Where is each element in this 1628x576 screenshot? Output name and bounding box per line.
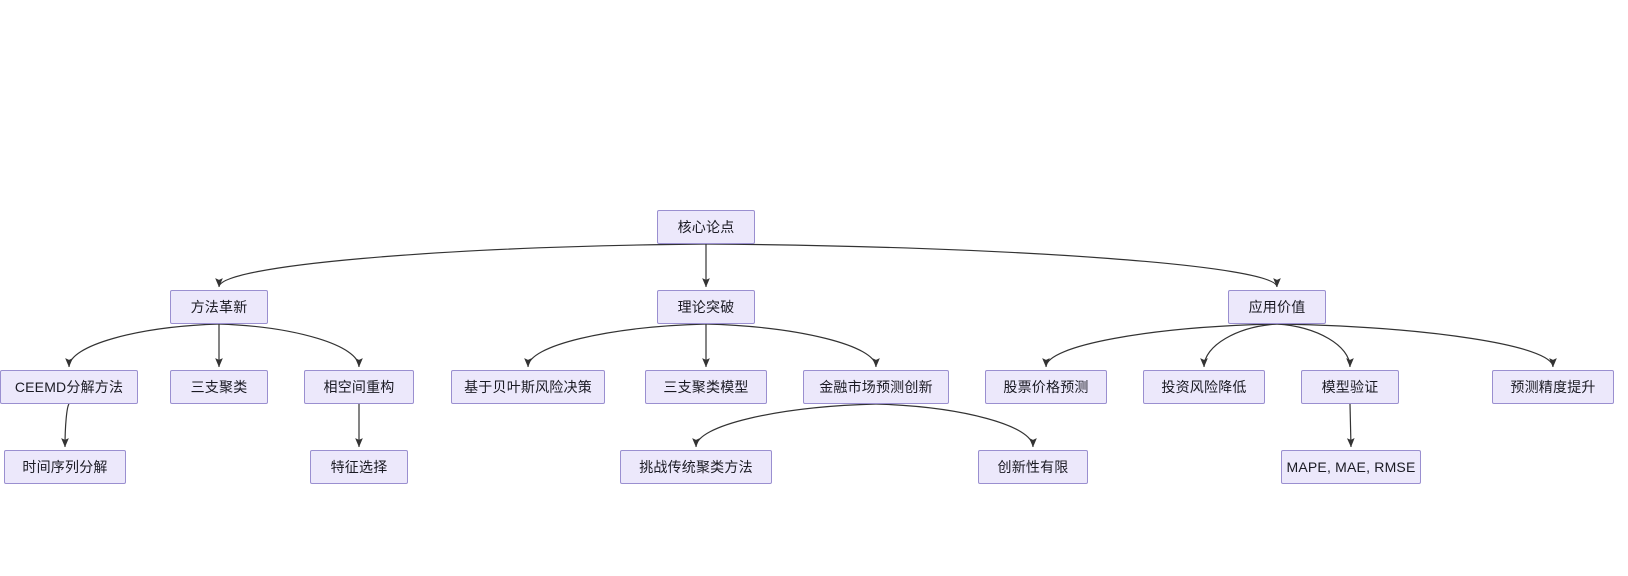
flow-node-n3[interactable]: 理论突破 [657, 290, 755, 324]
flow-node-label: 时间序列分解 [22, 459, 108, 475]
flow-edge-n3-n8 [524, 323, 707, 368]
flow-node-label: 理论突破 [677, 299, 735, 315]
flow-node-n11[interactable]: 股票价格预测 [985, 370, 1107, 404]
flow-node-label: 特征选择 [330, 459, 388, 475]
flow-node-label: 方法革新 [190, 299, 248, 315]
flow-node-n5[interactable]: CEEMD分解方法 [0, 370, 138, 404]
flow-node-label: 挑战传统聚类方法 [639, 459, 753, 475]
flow-node-n9[interactable]: 三支聚类模型 [645, 370, 767, 404]
flow-node-n8[interactable]: 基于贝叶斯风险决策 [451, 370, 605, 404]
flow-node-label: 股票价格预测 [1003, 379, 1089, 395]
flow-node-n12[interactable]: 投资风险降低 [1143, 370, 1265, 404]
flow-edge-n4-n11 [1042, 323, 1278, 368]
flow-edge-n10-n17 [692, 403, 877, 448]
flow-node-label: 金融市场预测创新 [819, 379, 933, 395]
flow-node-label: 预测精度提升 [1510, 379, 1596, 395]
flow-edge-n10-n18 [875, 403, 1037, 448]
flow-edge-n4-n13 [1276, 323, 1354, 368]
flow-node-n7[interactable]: 相空间重构 [304, 370, 414, 404]
flow-node-n4[interactable]: 应用价值 [1228, 290, 1326, 324]
flow-edge-n3-n10 [705, 323, 880, 368]
flow-edge-n13-n19 [1346, 403, 1355, 448]
flow-node-n2[interactable]: 方法革新 [170, 290, 268, 324]
flow-node-label: 应用价值 [1248, 299, 1306, 315]
flow-node-label: 基于贝叶斯风险决策 [464, 379, 592, 395]
flow-node-n18[interactable]: 创新性有限 [978, 450, 1088, 484]
flow-node-label: 核心论点 [677, 219, 735, 235]
flow-node-n15[interactable]: 时间序列分解 [4, 450, 126, 484]
flow-node-n13[interactable]: 模型验证 [1301, 370, 1399, 404]
flow-node-label: 创新性有限 [997, 459, 1069, 475]
flow-edge-n2-n7 [218, 323, 363, 368]
flow-node-label: CEEMD分解方法 [14, 379, 124, 395]
edge-group [61, 243, 1557, 448]
flow-node-n1[interactable]: 核心论点 [657, 210, 755, 244]
flow-node-n10[interactable]: 金融市场预测创新 [803, 370, 949, 404]
flow-edge-n2-n5 [65, 323, 220, 368]
flow-node-n14[interactable]: 预测精度提升 [1492, 370, 1614, 404]
flow-node-n16[interactable]: 特征选择 [310, 450, 408, 484]
flow-node-label: 投资风险降低 [1161, 379, 1247, 395]
flow-node-label: 相空间重构 [323, 379, 395, 395]
flow-node-n17[interactable]: 挑战传统聚类方法 [620, 450, 772, 484]
flow-node-label: 模型验证 [1321, 379, 1379, 395]
flow-node-label: 三支聚类模型 [663, 379, 749, 395]
flow-node-n19[interactable]: MAPE, MAE, RMSE [1281, 450, 1421, 484]
flow-node-n6[interactable]: 三支聚类 [170, 370, 268, 404]
flow-node-label: MAPE, MAE, RMSE [1286, 459, 1416, 475]
flow-edge-n4-n14 [1276, 323, 1557, 368]
flow-edge-n1-n4 [705, 243, 1281, 288]
flow-node-label: 三支聚类 [190, 379, 248, 395]
flow-edge-n4-n12 [1200, 323, 1278, 368]
flow-edge-n5-n15 [61, 403, 70, 448]
flow-edge-n1-n2 [215, 243, 707, 288]
